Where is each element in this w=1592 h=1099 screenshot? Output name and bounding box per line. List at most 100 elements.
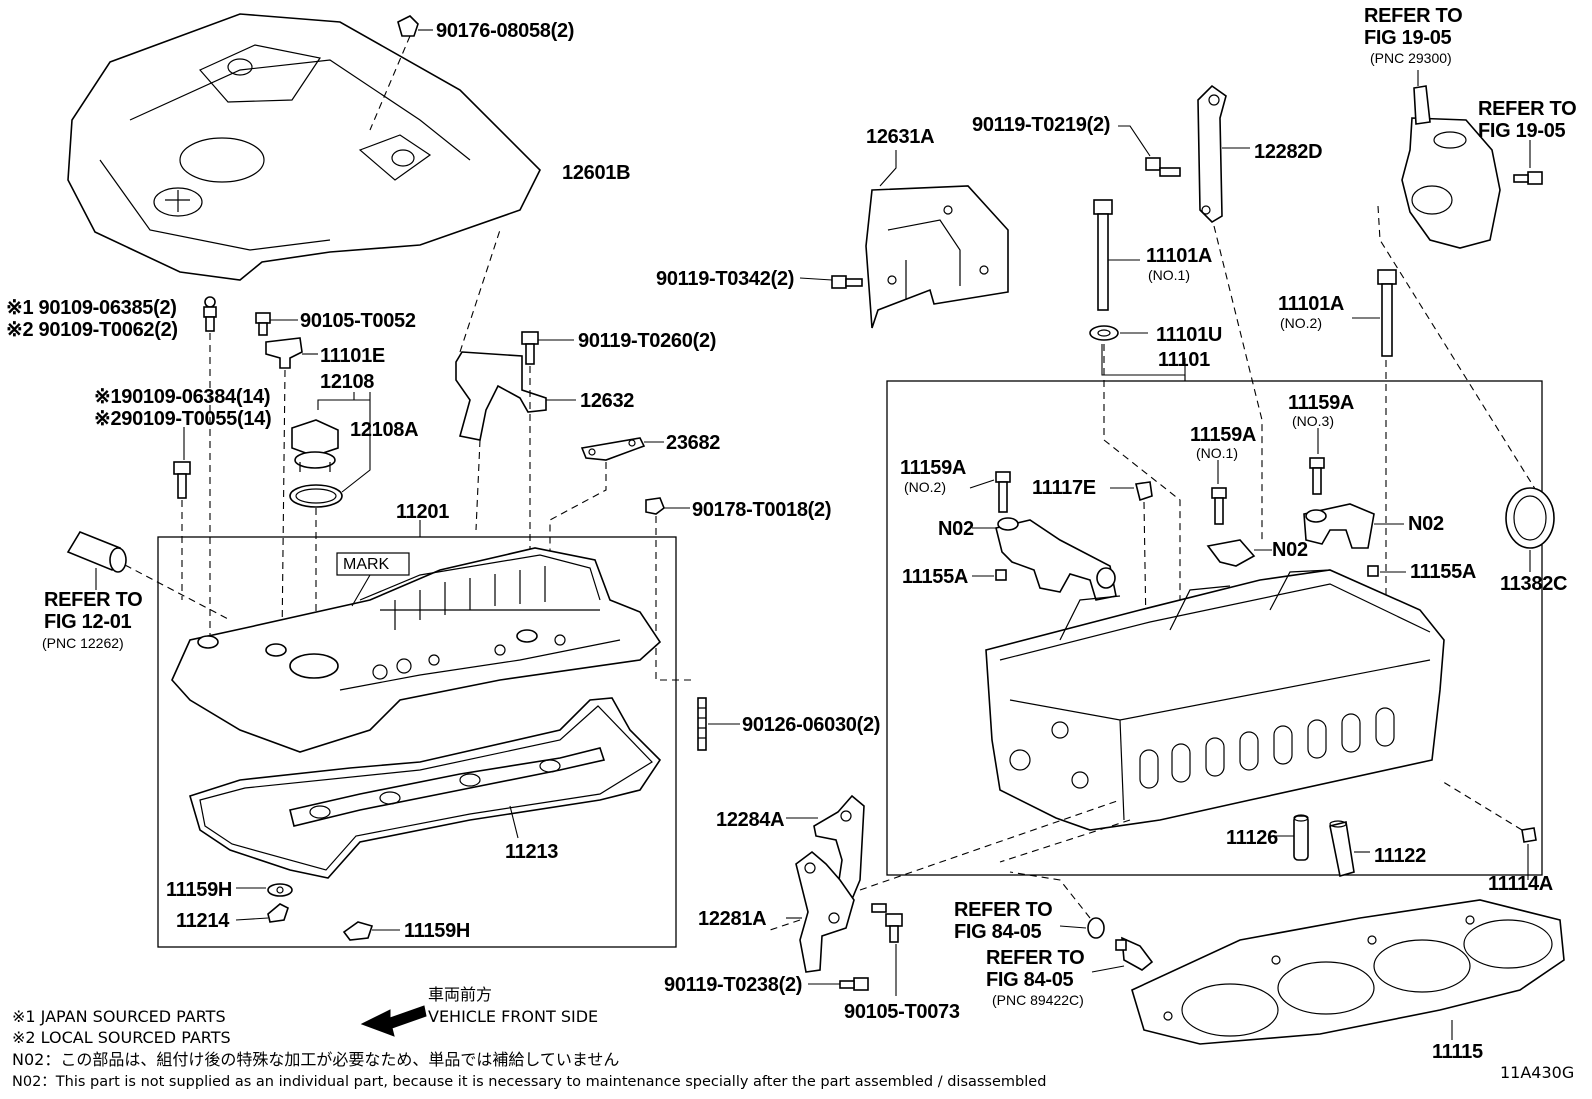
bearing-cap-n02-right[interactable] bbox=[1303, 503, 1375, 549]
bearing-cap-n02-left[interactable] bbox=[995, 517, 1117, 601]
head-bolt-11101A-no2[interactable] bbox=[1377, 269, 1397, 357]
oil-filler-cap-12108A[interactable] bbox=[291, 419, 339, 472]
engine-hanger-12281A[interactable] bbox=[795, 850, 855, 973]
label-90176-08058: 90176-08058(2) bbox=[436, 20, 574, 42]
dowel-11155A-left[interactable] bbox=[995, 569, 1007, 581]
label-11101A-no2-sub: (NO.2) bbox=[1280, 315, 1322, 331]
note-n02-jp: N02：この部品は、組付け後の特殊な加工が必要なため、単品では補給していません bbox=[12, 1050, 619, 1069]
bracket-12632[interactable] bbox=[455, 351, 547, 441]
plug-11114A[interactable] bbox=[1521, 827, 1537, 843]
cylinder-head-gasket[interactable] bbox=[1131, 899, 1565, 1045]
bolt-90105-T0052[interactable] bbox=[255, 312, 271, 336]
refer-12-01-line2: FIG 12-01 bbox=[44, 611, 132, 633]
label-11159A-no1-sub: (NO.1) bbox=[1196, 445, 1238, 461]
label-12108: 12108 bbox=[320, 371, 374, 393]
washer-11101U[interactable] bbox=[1089, 325, 1119, 341]
label-90109-06384: ※190109-06384(14) bbox=[94, 386, 270, 408]
oil-seal-11382C[interactable] bbox=[1505, 487, 1555, 549]
label-90119-T0260: 90119-T0260(2) bbox=[578, 330, 716, 352]
label-90119-T0238: 90119-T0238(2) bbox=[664, 974, 802, 996]
label-11101A-no1-sub: (NO.1) bbox=[1148, 267, 1190, 283]
bolt-11159A-no1[interactable] bbox=[1211, 487, 1227, 525]
refer-84-05-a-line1: REFER TO bbox=[954, 899, 1052, 921]
washer-refer-84-05 bbox=[1087, 917, 1105, 939]
valve-guide-11122[interactable] bbox=[1329, 820, 1355, 878]
stud-90126[interactable] bbox=[697, 697, 707, 751]
head-bolt-11101A-no1[interactable] bbox=[1093, 199, 1113, 311]
bolt-90119-T0219[interactable] bbox=[1145, 157, 1181, 177]
bolt-90105-T0073[interactable] bbox=[871, 903, 903, 943]
label-11101A-no2: 11101A bbox=[1278, 293, 1344, 315]
gasket-11214[interactable] bbox=[267, 903, 289, 923]
label-11213: 11213 bbox=[505, 841, 558, 863]
valve-guide-11126[interactable] bbox=[1293, 814, 1309, 861]
note-local-sourced: ※2 LOCAL SOURCED PARTS bbox=[12, 1028, 231, 1047]
label-11159A-no3-sub: (NO.3) bbox=[1292, 413, 1334, 429]
label-90119-T0342: 90119-T0342(2) bbox=[656, 268, 794, 290]
bracket-12631A[interactable] bbox=[865, 185, 1009, 329]
label-11101: 11101 bbox=[1158, 349, 1210, 371]
label-90109-T0062: ※2 90109-T0062(2) bbox=[6, 319, 178, 341]
note-n02-en: N02：This part is not supplied as an indi… bbox=[12, 1074, 1046, 1090]
plate-23682[interactable] bbox=[580, 437, 646, 461]
diagram-code: 11A430G bbox=[1500, 1063, 1574, 1082]
label-11155A-left: 11155A bbox=[902, 566, 968, 588]
label-n02-center: N02 bbox=[1272, 539, 1308, 561]
plug-gasket-set[interactable] bbox=[289, 747, 606, 827]
bolt-11159A-no2[interactable] bbox=[995, 471, 1011, 513]
gasket-11159H-upper[interactable] bbox=[267, 883, 293, 897]
refer-19-05-top-line3: (PNC 29300) bbox=[1370, 50, 1452, 66]
dowel-11155A-right[interactable] bbox=[1367, 565, 1379, 577]
cylinder-head-cover[interactable] bbox=[171, 547, 662, 753]
label-11159A-no2: 11159A bbox=[900, 457, 966, 479]
label-23682: 23682 bbox=[666, 432, 720, 454]
label-90109-06385: ※1 90109-06385(2) bbox=[6, 297, 177, 319]
cylinder-head-cover-group-box bbox=[157, 536, 677, 948]
hose-refer-12-01 bbox=[66, 531, 127, 573]
bolt-90109-06384[interactable] bbox=[173, 461, 191, 499]
label-11101A-no1: 11101A bbox=[1146, 245, 1212, 267]
sensor-refer-84-05 bbox=[1115, 936, 1154, 971]
gasket-11159H-lower[interactable] bbox=[342, 921, 374, 941]
bolt-11159A-no3[interactable] bbox=[1309, 457, 1325, 495]
engine-cover[interactable] bbox=[67, 13, 541, 281]
refer-84-05-b-line2: FIG 84-05 bbox=[986, 969, 1074, 991]
label-12108A: 12108A bbox=[350, 419, 418, 441]
clip-90176[interactable] bbox=[397, 15, 419, 37]
label-12281A: 12281A bbox=[698, 908, 766, 930]
label-12601B: 12601B bbox=[562, 162, 630, 184]
bolt-90119-T0238[interactable] bbox=[839, 977, 869, 991]
bracket-11101E[interactable] bbox=[265, 337, 303, 369]
label-90126-06030: 90126-06030(2) bbox=[742, 714, 880, 736]
bolt-90109-06385[interactable] bbox=[203, 296, 217, 332]
label-11159A-no1: 11159A bbox=[1190, 424, 1256, 446]
label-mark: MARK bbox=[343, 556, 390, 573]
label-11122: 11122 bbox=[1374, 845, 1426, 867]
label-90119-T0219: 90119-T0219(2) bbox=[972, 114, 1110, 136]
bolt-90119-T0260[interactable] bbox=[521, 331, 539, 365]
refer-12-01-line3: (PNC 12262) bbox=[42, 635, 124, 651]
label-90105-T0073: 90105-T0073 bbox=[844, 1001, 960, 1023]
gasket-ring-12108[interactable] bbox=[289, 484, 343, 508]
bolt-refer-19-05 bbox=[1513, 171, 1543, 185]
nut-90178-T0018[interactable] bbox=[645, 497, 665, 515]
bearing-cap-n02-center[interactable] bbox=[1206, 539, 1256, 567]
engine-hanger-12282D[interactable] bbox=[1197, 84, 1227, 224]
label-11114A: 11114A bbox=[1488, 873, 1553, 895]
plug-11117E[interactable] bbox=[1135, 481, 1153, 502]
refer-19-05-side-line1: REFER TO bbox=[1478, 98, 1576, 120]
bolt-90119-T0342[interactable] bbox=[831, 275, 863, 289]
label-11159H-upper: 11159H bbox=[166, 879, 232, 901]
label-11117E: 11117E bbox=[1032, 477, 1096, 499]
label-11155A-right: 11155A bbox=[1410, 561, 1476, 583]
label-12631A: 12631A bbox=[866, 126, 934, 148]
refer-19-05-top-line1: REFER TO bbox=[1364, 5, 1462, 27]
label-11201: 11201 bbox=[396, 501, 449, 523]
label-11382C: 11382C bbox=[1500, 573, 1567, 595]
label-12632: 12632 bbox=[580, 390, 634, 412]
vacuum-pump-refer-19-05 bbox=[1401, 85, 1501, 249]
label-n02-right: N02 bbox=[1408, 513, 1444, 535]
label-11214: 11214 bbox=[176, 910, 230, 932]
cylinder-head[interactable] bbox=[985, 569, 1445, 831]
